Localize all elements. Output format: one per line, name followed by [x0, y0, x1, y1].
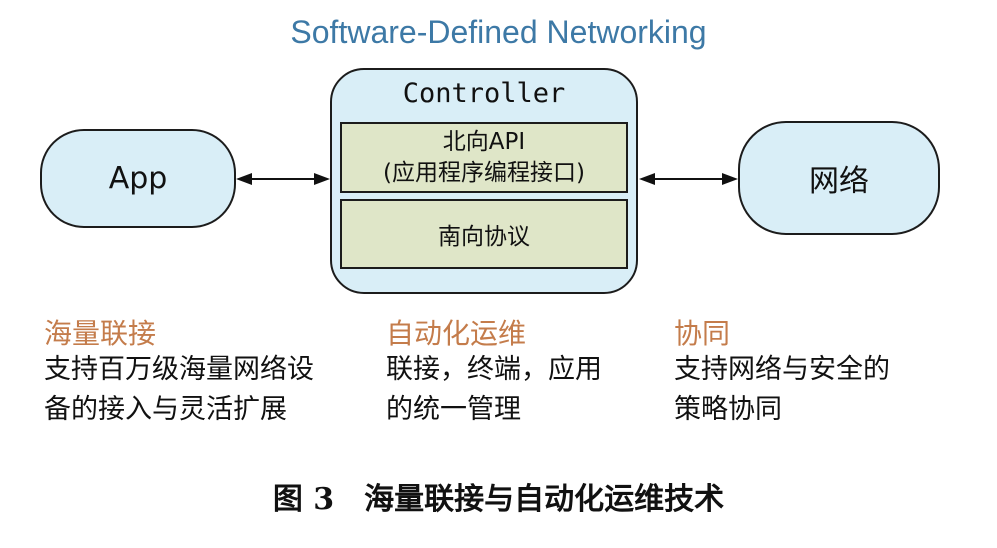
feature-heading-massive-connectivity: 海量联接 — [44, 317, 157, 350]
northbound-api-box: 北向API (应用程序编程接口) — [340, 122, 628, 193]
controller-label: Controller — [402, 78, 566, 109]
feature-line: 支持百万级海量网络设 — [44, 354, 314, 385]
southbound-protocol-box: 南向协议 — [340, 199, 628, 269]
feature-heading-collaboration: 协同 — [674, 317, 731, 350]
app-node: App — [40, 129, 236, 228]
network-label: 网络 — [809, 164, 869, 199]
feature-line: 支持网络与安全的 — [674, 354, 890, 385]
southbound-protocol-label: 南向协议 — [438, 224, 530, 250]
controller-network-arrow — [639, 173, 738, 185]
network-node: 网络 — [738, 121, 940, 235]
feature-line: 备的接入与灵活扩展 — [44, 394, 287, 425]
feature-line: 联接，终端，应用 — [386, 354, 602, 385]
northbound-api-title: 北向API — [442, 129, 526, 155]
feature-description-automated-ops: 联接，终端，应用 的统一管理 — [386, 350, 602, 430]
northbound-api-subtitle: (应用程序编程接口) — [383, 160, 585, 186]
feature-heading-automated-ops: 自动化运维 — [386, 317, 527, 350]
diagram-title: Software-Defined Networking — [290, 14, 707, 50]
feature-description-collaboration: 支持网络与安全的 策略协同 — [674, 350, 890, 430]
app-controller-arrow — [236, 173, 330, 185]
feature-line: 策略协同 — [674, 394, 782, 425]
figure-caption: 图 3 海量联接与自动化运维技术 — [272, 482, 725, 517]
feature-line: 的统一管理 — [386, 394, 521, 425]
feature-description-massive-connectivity: 支持百万级海量网络设 备的接入与灵活扩展 — [44, 350, 314, 430]
app-label: App — [108, 161, 168, 196]
